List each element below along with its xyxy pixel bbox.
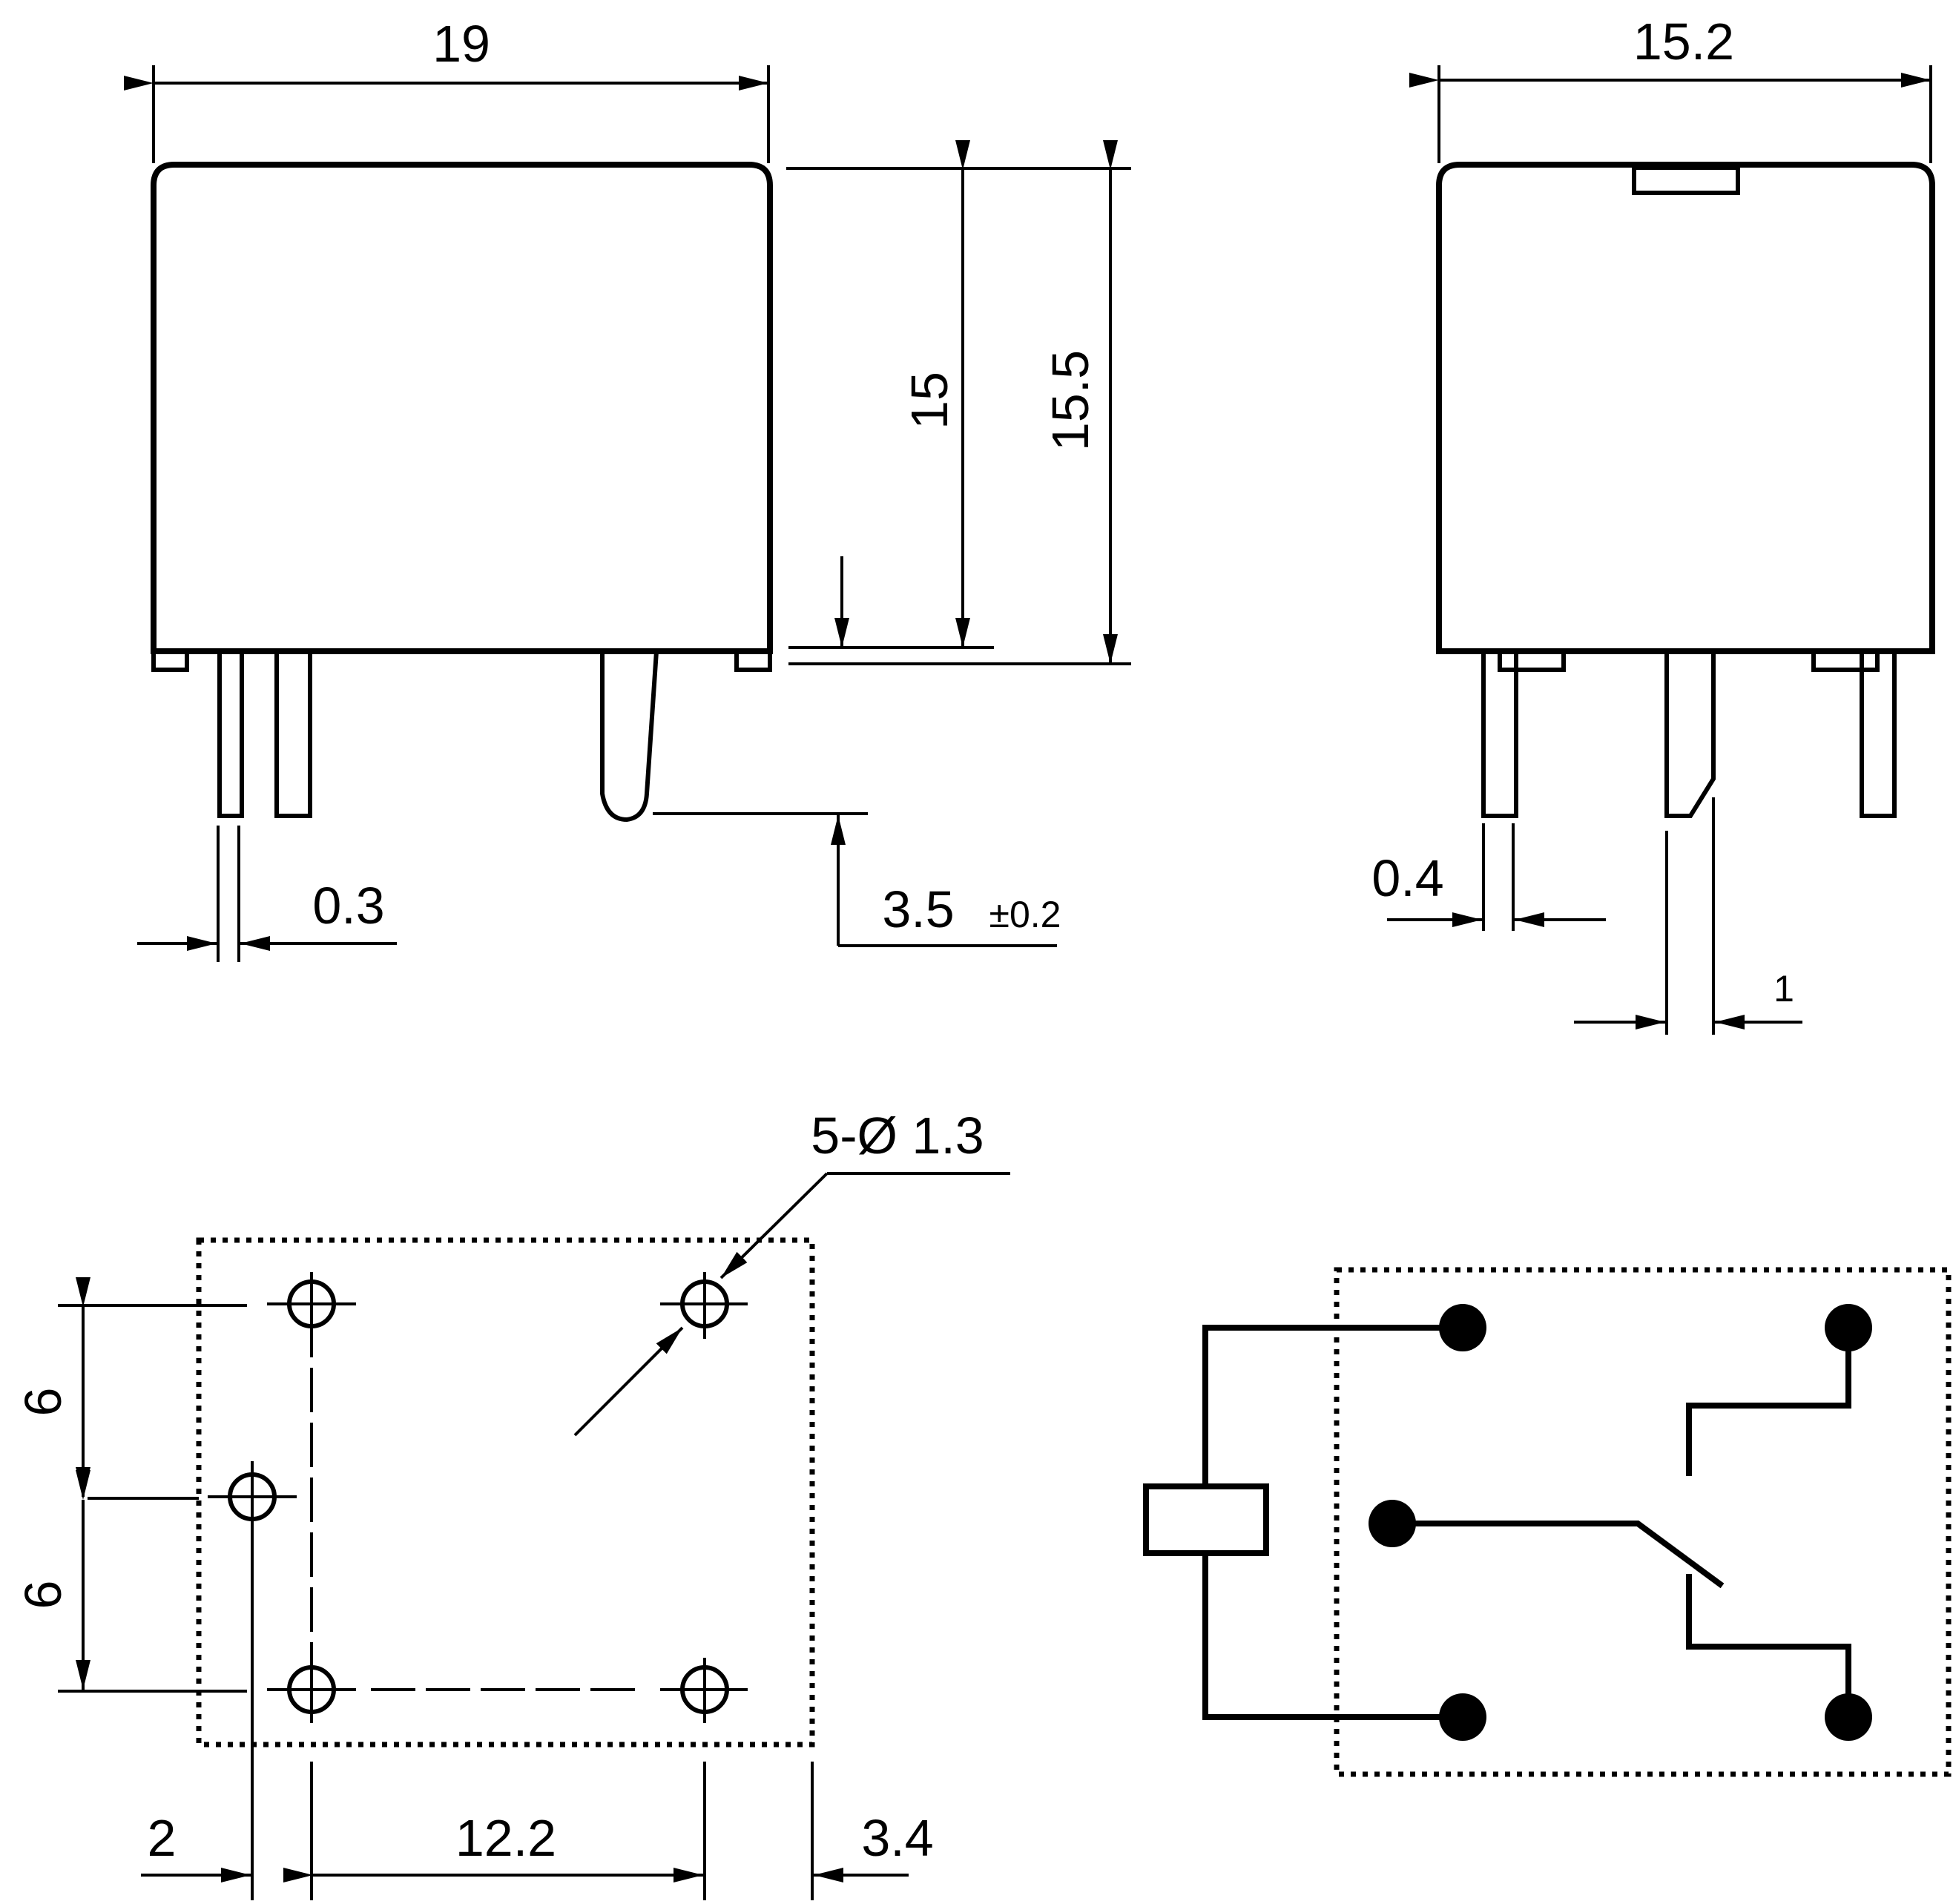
side-view-standoff-left	[151, 649, 189, 672]
pcb-hole	[267, 1272, 356, 1339]
contact-upper	[1686, 1328, 1851, 1476]
end-view-standoff-right	[1811, 649, 1880, 672]
dim-total-height: 15.5	[1041, 350, 1099, 451]
pcb-hole	[267, 1658, 356, 1723]
dim-end-pin-width: 1	[1773, 968, 1794, 1009]
dim-pin-thickness: 0.3	[312, 877, 384, 935]
terminal-coil-1	[1439, 1304, 1486, 1351]
side-view-standoff-right	[734, 649, 772, 672]
coil-symbol	[1143, 1483, 1269, 1556]
dim-pin-length: 3.5	[882, 880, 954, 938]
pcb-hole	[660, 1272, 748, 1339]
dim-pin-length-tolerance: ±0.2	[989, 894, 1061, 935]
end-view-pin-center	[1664, 651, 1716, 818]
dim-pitch-upper: 6	[14, 1388, 72, 1417]
coil-wire-bottom	[1202, 1553, 1463, 1720]
side-view: 19 15 15.5 0.3 3.5 ±0.2	[124, 15, 1131, 962]
dim-side-width: 19	[432, 15, 490, 73]
switch-arm	[1392, 1521, 1725, 1589]
side-view-pin-3	[600, 650, 659, 823]
side-view-pin-1	[217, 649, 244, 818]
end-view-standoff-left	[1498, 649, 1566, 672]
end-view-pin-right	[1860, 649, 1897, 818]
dim-edge-left: 2	[148, 1809, 177, 1867]
dim-end-width: 15.2	[1633, 13, 1734, 70]
side-view-pin-2	[274, 649, 312, 818]
terminal-coil-2	[1439, 1693, 1486, 1741]
schematic	[1143, 1267, 1952, 1777]
side-view-body	[151, 162, 773, 654]
callout-holes: 5-Ø 1.3	[811, 1107, 984, 1165]
coil-wire-top	[1202, 1325, 1463, 1486]
end-view-pin-left	[1481, 649, 1518, 818]
pcb-hole	[660, 1658, 748, 1723]
pcb-footprint: 5-Ø 1.3 6 6 2 12.2 3.4	[14, 1107, 1010, 1900]
end-view-top-notch	[1632, 165, 1740, 195]
end-view: 15.2 0.4 1	[1371, 13, 1935, 1035]
end-view-body	[1436, 162, 1935, 654]
contact-lower	[1686, 1574, 1851, 1717]
dim-pitch-lower: 6	[14, 1581, 72, 1610]
dim-pitch-horizontal: 12.2	[455, 1809, 556, 1867]
dim-body-height: 15	[900, 372, 958, 429]
footprint-outline	[196, 1237, 815, 1747]
dim-edge-right: 3.4	[861, 1809, 933, 1867]
dim-end-pin-thickness: 0.4	[1371, 849, 1443, 907]
